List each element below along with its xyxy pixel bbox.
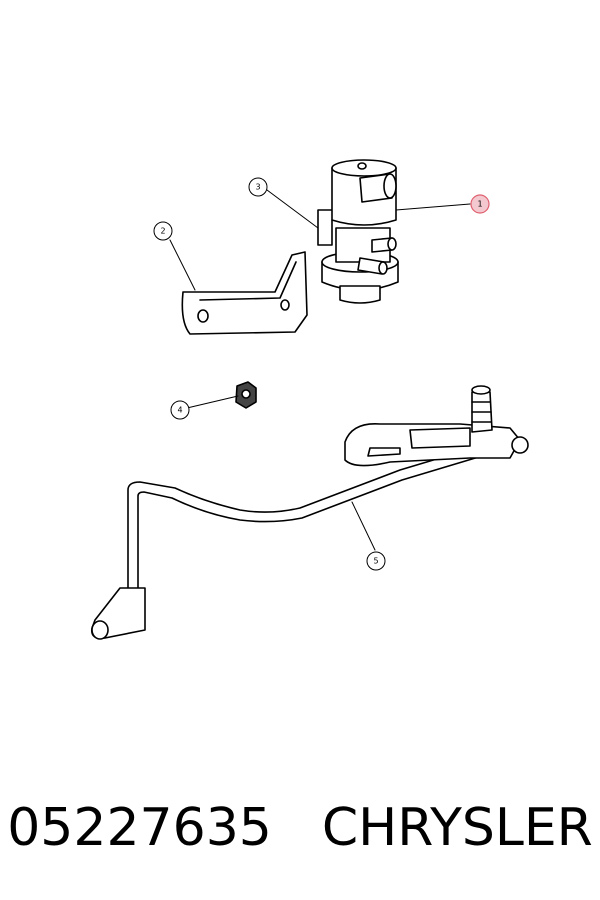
vacuum-hose-assembly: [90, 385, 529, 640]
hex-nut: [235, 381, 257, 409]
parts-diagram: 1 2 3 4 5: [90, 159, 529, 640]
callout-1-label: 1: [477, 200, 482, 209]
callout-4-label: 4: [177, 406, 182, 415]
part-number: 05227635: [7, 798, 272, 858]
callout-3[interactable]: 3: [248, 177, 268, 197]
leader-lines: [169, 189, 471, 551]
brand-name: CHRYSLER: [321, 798, 593, 858]
callout-1[interactable]: 1: [470, 194, 490, 214]
callout-5-label: 5: [373, 557, 378, 566]
callout-2[interactable]: 2: [153, 221, 173, 241]
vacuum-solenoid-valve: [317, 159, 399, 304]
part-caption: 05227635 CHRYSLER: [0, 788, 600, 868]
mounting-bracket: [181, 251, 308, 335]
callout-2-label: 2: [160, 227, 165, 236]
callout-4[interactable]: 4: [170, 400, 190, 420]
callout-3-label: 3: [255, 183, 260, 192]
callout-5[interactable]: 5: [366, 551, 386, 571]
